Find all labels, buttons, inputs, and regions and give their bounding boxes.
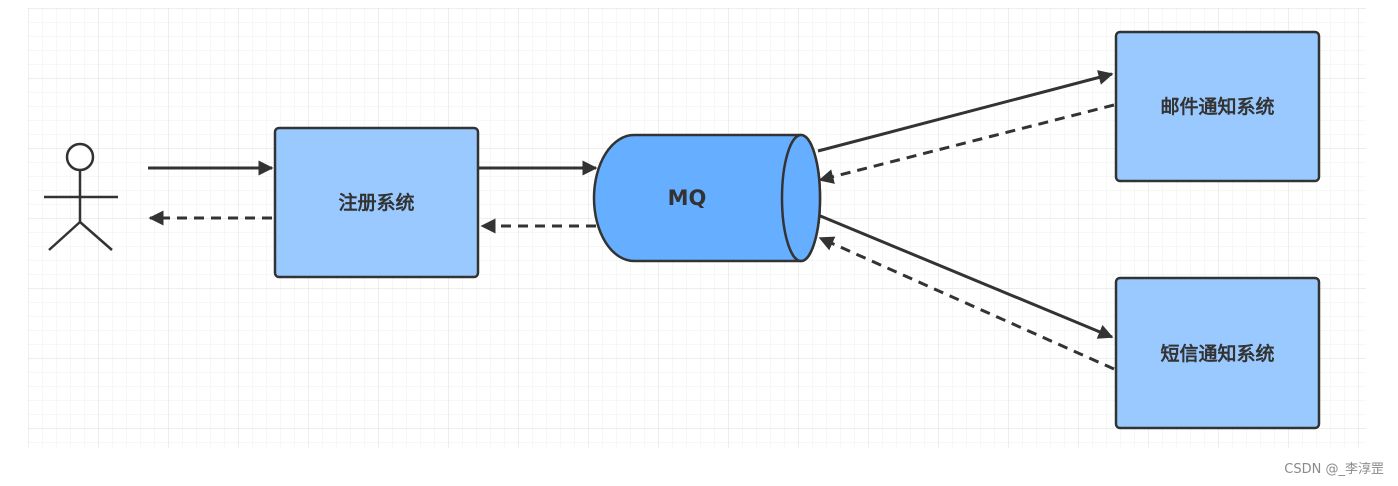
email-notification-label: 邮件通知系统: [1160, 95, 1274, 118]
user-actor-icon: [44, 142, 118, 251]
arrow-mq-to-sms: [817, 213, 1114, 339]
mq-cylinder-end: [780, 133, 822, 263]
arrow-mq-to-email: [817, 70, 1114, 153]
arrow-sms-to-mq: [818, 236, 1115, 371]
register-system-label: 注册系统: [338, 191, 414, 214]
sms-notification-label: 短信通知系统: [1160, 342, 1274, 365]
watermark: CSDN @_李淳罡: [1284, 462, 1384, 477]
mq-label: MQ: [668, 186, 707, 210]
sms-notification-node: 短信通知系统: [1114, 276, 1321, 430]
register-system-node: 注册系统: [273, 126, 480, 279]
email-notification-node: 邮件通知系统: [1114, 30, 1321, 183]
mq-node: MQ: [592, 133, 822, 263]
